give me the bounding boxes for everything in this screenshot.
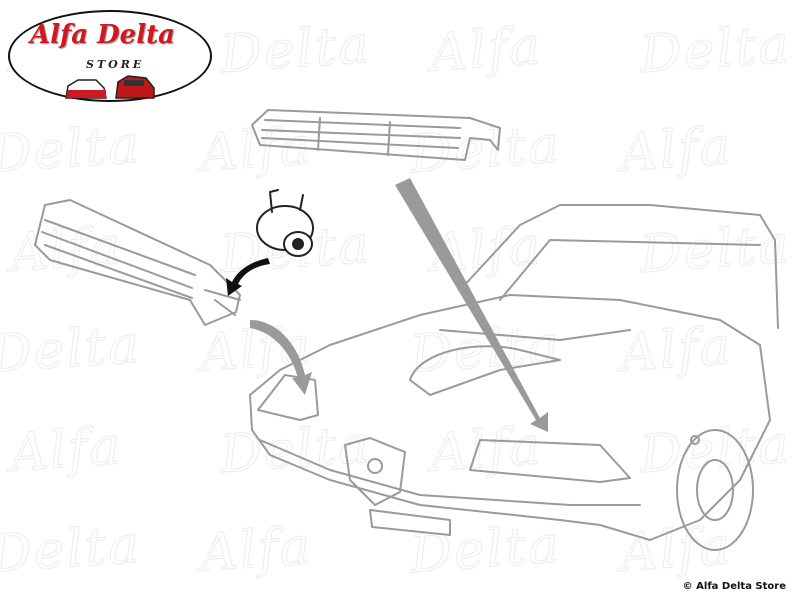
- logo-subtitle: STORE: [86, 58, 145, 71]
- arrow-left-grille: [250, 320, 312, 395]
- headlight-motor-part: [256, 189, 314, 257]
- copyright-notice: © Alfa Delta Store: [682, 581, 786, 592]
- front-grille-left-part: [34, 199, 241, 326]
- logo-cars-icon: [65, 75, 155, 99]
- car-outline: [249, 204, 779, 551]
- arrow-motor: [226, 258, 270, 296]
- logo-title: Alfa Delta: [30, 20, 175, 50]
- logo-oval: [8, 10, 212, 102]
- assembly-arrows: [226, 178, 548, 432]
- store-logo[interactable]: Alfa Delta STORE: [8, 10, 212, 102]
- arrow-top-grille: [395, 178, 548, 432]
- front-grille-right-part: [251, 109, 501, 161]
